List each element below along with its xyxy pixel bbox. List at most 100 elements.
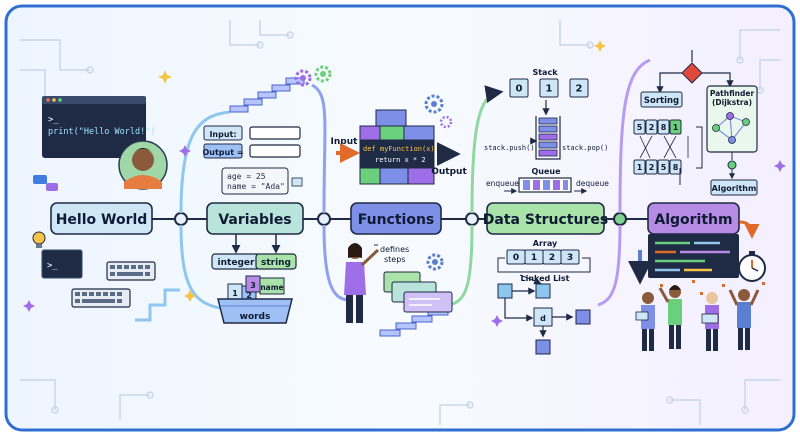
sorted-value: 1 — [637, 163, 643, 172]
unsorted-cell — [657, 119, 670, 135]
function-code-line1: def myFunction(x): — [363, 145, 439, 153]
input-field — [249, 126, 301, 140]
unsorted-value: 2 — [649, 123, 655, 132]
stack-value: 2 — [576, 84, 583, 95]
note-line2: steps — [384, 255, 405, 264]
input-label-box — [203, 125, 243, 141]
code-window — [42, 96, 146, 158]
dequeue-label: dequeue — [576, 179, 609, 188]
lightbulb-icon — [32, 231, 46, 248]
output-field — [249, 144, 301, 158]
algorithm-code-panel — [648, 234, 739, 278]
chat-bubble-icon — [46, 183, 58, 191]
svg-text:2: 2 — [246, 291, 252, 300]
celebrating-team — [635, 285, 760, 351]
sorted-cell — [657, 159, 670, 175]
gear-icon — [426, 253, 444, 271]
graph-nodes — [712, 112, 750, 144]
array-value: 1 — [531, 253, 537, 263]
output-label-box — [203, 143, 243, 159]
connector-variables-functions-low — [322, 224, 351, 302]
unsorted-value: 8 — [661, 123, 667, 132]
connector-functions-data — [470, 85, 504, 214]
stack-label: Stack — [532, 68, 558, 77]
stage-variables-label: Variables — [218, 212, 291, 228]
node-icon — [727, 160, 737, 170]
card-name — [259, 277, 285, 295]
unsorted-cell — [645, 119, 658, 135]
stack-value: 0 — [516, 84, 523, 95]
function-code-line2: return x * 2 — [375, 156, 426, 164]
pathfinder-line2: (Dijkstra) — [712, 98, 752, 107]
stack-value: 1 — [546, 84, 553, 95]
algorithm-mini-label: Algorithm — [712, 184, 757, 193]
stage-data-structures-label: Data Structures — [483, 212, 608, 228]
cursor-icon — [291, 177, 303, 187]
array-cell — [560, 249, 580, 265]
chat-bubble-icon — [33, 175, 47, 184]
unsorted-value: 5 — [637, 123, 643, 132]
sorting-box — [640, 91, 683, 108]
variable-code-line1: age = 25 — [227, 172, 266, 181]
basket-label: words — [240, 312, 271, 322]
unsorted-value: 1 — [673, 123, 679, 132]
keyboard-icon — [106, 261, 156, 281]
array-label: Array — [533, 239, 558, 248]
stack-row: 0 1 2 — [509, 78, 589, 98]
pathfinder-line1: Pathfinder — [710, 89, 755, 98]
input-label: Input: — [209, 130, 236, 139]
connector-data-algorithm-low — [597, 224, 622, 307]
sparkle-icons — [23, 145, 786, 327]
function-input-label: Input — [331, 137, 359, 147]
stack-cell — [509, 78, 529, 98]
code-lines — [655, 241, 730, 272]
type-string — [255, 253, 297, 270]
person-presenter — [344, 243, 380, 323]
enqueue-label: enqueue — [486, 179, 519, 188]
staircase-hello-low — [135, 288, 180, 322]
confetti — [660, 280, 765, 295]
gear-icon — [314, 65, 332, 83]
queue-bar — [518, 177, 572, 193]
stack-pop-label: stack.pop() — [562, 144, 608, 152]
unsorted-cell — [633, 119, 646, 135]
function-machine — [359, 109, 435, 185]
svg-text:name: name — [260, 283, 283, 292]
function-output-label: Output — [431, 167, 467, 177]
sorted-value: 8 — [673, 163, 679, 172]
words-basket — [217, 298, 293, 324]
gear-icon — [424, 94, 444, 114]
sorted-value: 5 — [661, 163, 667, 172]
decision-diamond-icon — [681, 62, 703, 84]
array-value: 0 — [513, 253, 519, 263]
circuit-decoration — [20, 20, 780, 425]
stopwatch-icon — [738, 251, 766, 282]
output-label: Output = — [202, 148, 243, 157]
type-integer-label: integer — [218, 258, 255, 268]
connector-variables-functions — [311, 83, 327, 214]
note-line1: defines — [380, 245, 409, 254]
array-value: 2 — [549, 253, 555, 263]
type-string-label: string — [261, 258, 291, 268]
connector-functions-data-low — [449, 224, 474, 307]
stage-algorithm-label: Algorithm — [654, 212, 732, 228]
array-value: 3 — [567, 253, 573, 263]
variable-code-line2: name = "Ada" — [227, 182, 285, 191]
sorted-cell — [669, 159, 682, 175]
stack-cell — [569, 78, 589, 98]
svg-text:1: 1 — [232, 289, 238, 298]
stage-functions — [350, 202, 442, 235]
terminal-icon — [41, 249, 83, 279]
code-hello-line: print("Hello World!") — [48, 127, 155, 137]
sorted-value: 2 — [649, 163, 655, 172]
terminal-prompt: >_ — [47, 261, 58, 271]
keyboard-icon — [71, 288, 131, 308]
svg-text:3: 3 — [250, 281, 256, 290]
array-row: 0 1 2 3 — [506, 249, 580, 265]
variable-code-box — [221, 167, 289, 195]
stage-functions-label: Functions — [358, 212, 435, 228]
gear-icon — [439, 115, 453, 129]
sorted-cell — [633, 159, 646, 175]
